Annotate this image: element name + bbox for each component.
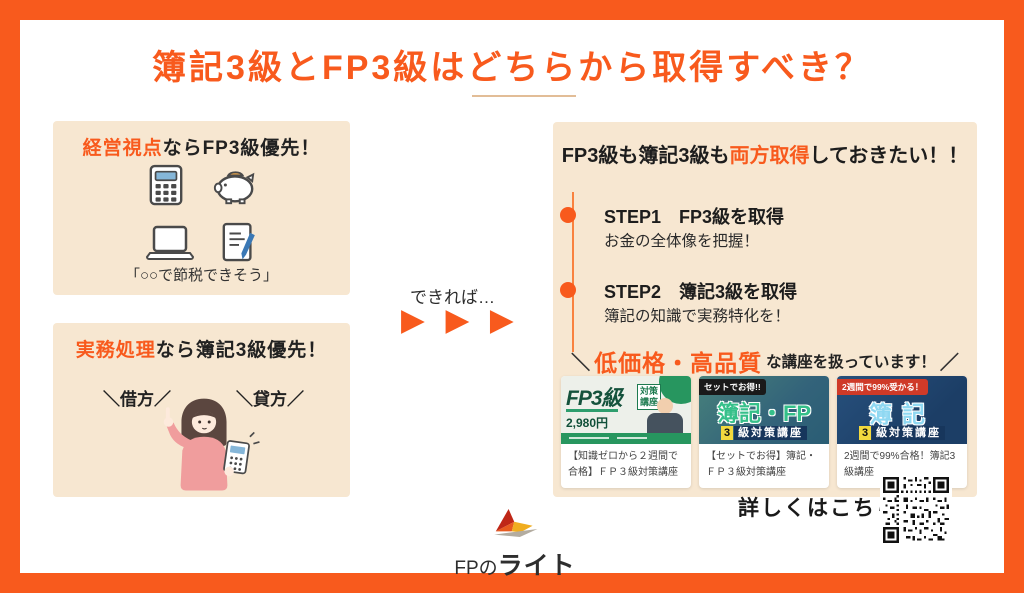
- subtitle-grade: 3: [720, 426, 734, 440]
- heading-highlight: 両方取得: [729, 145, 810, 167]
- logo-text-light: FPの: [454, 558, 498, 579]
- thumb-title: 簿記・FP: [716, 401, 812, 426]
- management-view-heading: 経営視点ならFP3級優先！: [53, 133, 350, 160]
- fp-light-logo-icon: [483, 504, 547, 551]
- step-timeline: [572, 192, 574, 352]
- management-view-box: 経営視点ならFP3級優先！ 「○○で節税できそう」: [53, 121, 350, 295]
- heading-rest: ならFP3級優先！: [162, 138, 321, 159]
- course-caption: 【セットでお得】簿記・ＦＰ３級対策講座: [706, 451, 816, 478]
- slash-close: ／: [939, 352, 959, 374]
- thumb-price: 2,980円: [566, 416, 609, 430]
- subtitle-grade: 3: [858, 426, 872, 440]
- piggy-bank-icon: [211, 165, 257, 210]
- course-card-fp3[interactable]: FP3級 対策講座 2,980円 【知識ゼロから２週間で合格】ＦＰ３級対策講座: [561, 376, 691, 488]
- set-deal-badge: セットでお得!!: [699, 379, 766, 395]
- heading-post: しておきたい！！: [809, 145, 969, 167]
- if-possible-text: できれば…: [410, 288, 495, 307]
- page-title: 簿記3級とFP3級はどちらから取得すべき？: [152, 49, 872, 87]
- thumb-title: FP3級: [566, 387, 623, 410]
- heading-rest: なら簿記3級優先！: [155, 340, 328, 361]
- memo-pencil-icon: [220, 222, 258, 269]
- price-underbar: [566, 409, 618, 412]
- title-underline: [472, 95, 576, 97]
- instructor-photo-body: [647, 413, 683, 435]
- course-card-row: FP3級 対策講座 2,980円 【知識ゼロから２週間で合格】ＦＰ３級対策講座 …: [561, 376, 967, 488]
- course-caption: 【知識ゼロから２週間で合格】ＦＰ３級対策講座: [568, 451, 678, 478]
- course-thumbnail-fp3: FP3級 対策講座 2,980円: [561, 376, 691, 444]
- both-certifications-box: FP3級も簿記3級も両方取得しておきたい！！ STEP1 FP3級を取得 お金の…: [553, 122, 977, 497]
- practical-work-heading: 実務処理なら簿記3級優先！: [53, 335, 350, 362]
- step1-label: STEP1 FP3級を取得: [604, 207, 785, 227]
- fp-light-logo-text: FPのライト: [410, 546, 620, 582]
- thumb-footer-band: [561, 433, 691, 444]
- step2-label: STEP2 簿記3級を取得: [604, 282, 798, 302]
- icon-grid: [53, 164, 350, 269]
- step2-dot-icon: [560, 282, 576, 298]
- heading-highlight: 実務処理: [75, 340, 156, 361]
- heading-highlight: 経営視点: [82, 138, 163, 159]
- slogan-rest: な講座を扱っています！: [766, 354, 936, 371]
- slogan-highlight: 低価格・高品質: [594, 350, 763, 376]
- calculator-icon: [147, 164, 185, 211]
- both-certifications-heading: FP3級も簿記3級も両方取得しておきたい！！: [553, 139, 977, 168]
- credit-label: ＼貸方／: [236, 390, 304, 409]
- thumb-title: 簿記: [869, 401, 935, 427]
- details-here-text: 詳しくはこちら: [738, 497, 899, 520]
- slash-open: ＼: [571, 352, 591, 374]
- tax-saving-caption: 「○○で節税できそう」: [124, 267, 279, 284]
- icon-row: [147, 164, 257, 211]
- subtitle-rest: 級対策講座: [872, 426, 946, 440]
- heading-pre: FP3級も簿記3級も: [561, 145, 730, 167]
- step1-dot-icon: [560, 207, 576, 223]
- debit-label: ＼借方／: [103, 390, 171, 409]
- quality-slogan: ＼ 低価格・高品質 な講座を扱っています！ ／: [553, 344, 977, 378]
- laptop-icon: [145, 225, 194, 266]
- woman-with-calculator-illustration: [139, 395, 269, 500]
- course-caption: 2週間で99%合格！簿記3級講座: [844, 451, 956, 478]
- subtitle-rest: 級対策講座: [734, 426, 808, 440]
- step2-description: 簿記の知識で実務特化を！: [604, 308, 791, 325]
- forward-arrows-icon: ▶ ▶ ▶: [401, 302, 520, 337]
- step1-description: お金の全体像を把握！: [604, 233, 760, 250]
- pass-rate-badge: 2週間で99%受かる！: [837, 379, 929, 395]
- instructor-photo: [657, 398, 673, 414]
- logo-text-bold: ライト: [497, 552, 576, 580]
- icon-row: [145, 222, 258, 269]
- qr-code: [880, 474, 952, 546]
- practical-work-box: 実務処理なら簿記3級優先！ ＼借方／ ＼貸方／: [53, 323, 350, 497]
